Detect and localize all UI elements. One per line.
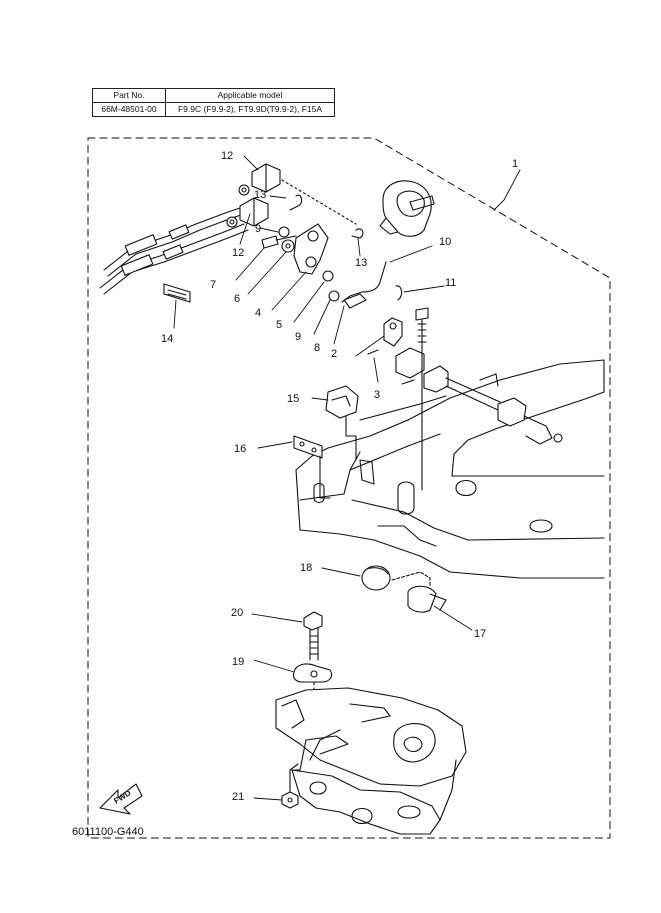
callout-3: 3 [374,389,380,401]
part-washer-9a [278,226,290,238]
part-grommet-18 [361,565,391,591]
part-pin-3 [367,349,379,355]
callout-17: 17 [474,628,486,640]
callout-19: 19 [232,656,244,668]
callout-1: 1 [512,158,518,170]
part-holder-15 [325,385,359,419]
callout-14: 14 [161,333,173,345]
part-washer-5 [322,270,334,282]
table-row: 66M-48501-00 F9.9C (F9.9-2), FT9.9D(T9.9… [92,102,335,117]
callout-2: 2 [331,348,337,360]
part-plate-19 [292,663,333,683]
callout-13-left: 13 [254,189,266,201]
fwd-arrow-icon: FWD [99,783,143,815]
part-throttle-cables [99,205,251,295]
part-grommet-17 [407,585,447,613]
callout-4: 4 [255,307,261,319]
part-plate-16 [293,435,323,459]
part-lower-casting [275,687,467,835]
callout-11: 11 [445,277,456,289]
cell-part-number: 66M-48501-00 [92,102,166,117]
callout-12-lower: 12 [232,247,244,259]
callout-9-lower: 9 [295,331,301,343]
part-label-14 [163,283,191,303]
table-header-row: Part No. Applicable model [92,88,335,103]
callout-12-upper: 12 [221,150,233,162]
callout-7: 7 [210,279,216,291]
part-link-bracket [343,293,367,309]
part-nut-21 [281,791,299,809]
callout-8: 8 [314,342,320,354]
callout-21: 21 [232,791,244,803]
callout-5: 5 [276,319,282,331]
callout-15: 15 [287,393,299,405]
part-bolt-7 [261,235,297,249]
part-clip-11 [395,285,403,301]
callout-labels: 1 2 3 4 5 6 7 8 9 9 10 11 12 12 13 13 14… [161,150,518,803]
figure-code: 6011100-G440 [72,826,144,838]
part-bolt-20 [303,611,323,661]
callout-9-upper: 9 [255,223,261,235]
part-clip-right [351,228,364,239]
part-throttle-shaft [395,347,563,445]
callout-10: 10 [439,236,451,248]
part-washer-9b [328,290,340,302]
part-bolt-upper-right [415,307,429,349]
part-clip-left [289,194,303,211]
callout-18: 18 [300,562,312,574]
applicability-table: Part No. Applicable model 66M-48501-00 F… [92,88,335,117]
cell-applicable-model: F9.9C (F9.9-2), FT9.9D(T9.9-2), F15A [165,102,335,117]
part-cable-joint-lower [226,197,269,228]
part-link-lever [293,223,329,275]
callout-6: 6 [234,293,240,305]
callout-20: 20 [231,607,243,619]
callout-16: 16 [234,443,246,455]
assembly-boundary [87,137,611,839]
callout-13-right: 13 [355,257,367,269]
part-lever-2 [383,317,403,347]
part-throttle-cam [379,180,435,237]
part-link-rod [341,261,387,303]
part-washer-6 [281,239,295,253]
part-cable-joint-upper [238,163,281,196]
